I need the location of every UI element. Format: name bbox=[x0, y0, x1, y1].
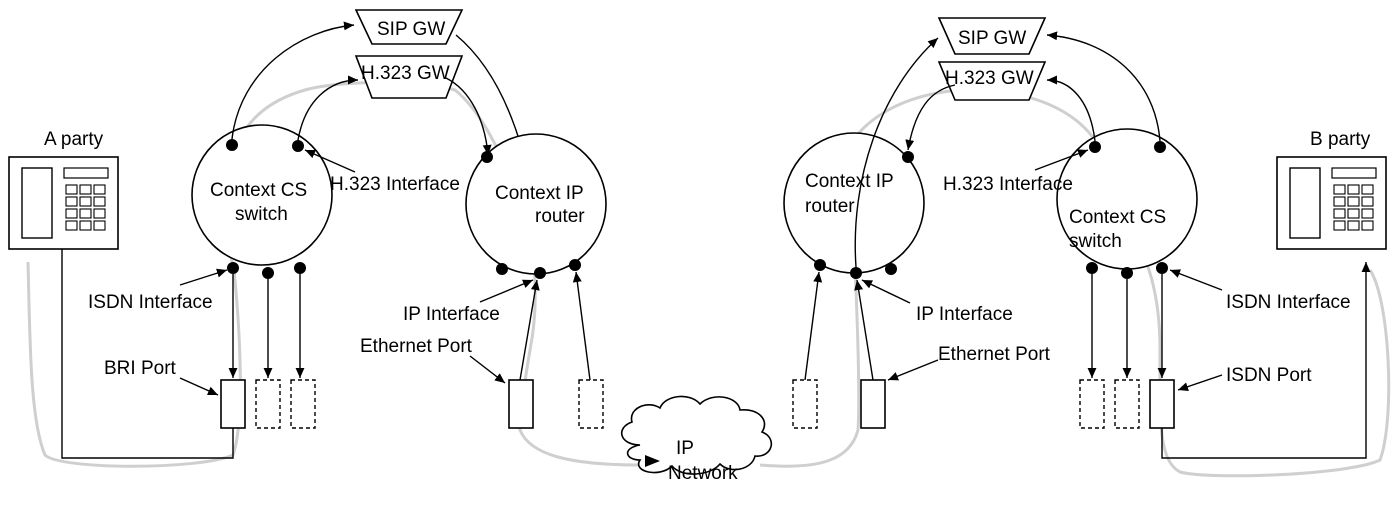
interface-dot bbox=[1086, 262, 1098, 274]
play-arrow-icon bbox=[645, 455, 660, 467]
h323-gw-left-label: H.323 GW bbox=[361, 63, 450, 84]
interface-dot bbox=[814, 259, 826, 271]
a-party-label: A party bbox=[44, 129, 104, 150]
bri-port-label: BRI Port bbox=[104, 358, 177, 379]
interface-dot bbox=[1121, 267, 1133, 279]
h323-interface-label-left: H.323 Interface bbox=[330, 174, 460, 195]
ethernet-port-right bbox=[860, 379, 886, 429]
ethernet-port-label-left: Ethernet Port bbox=[360, 336, 473, 357]
b-party-label: B party bbox=[1310, 129, 1371, 150]
network-line1: IP bbox=[676, 438, 694, 459]
interface-dot bbox=[481, 151, 493, 163]
cs-right-line2: switch bbox=[1069, 231, 1122, 252]
bri-port bbox=[220, 379, 246, 429]
ip-interface-label-left: IP Interface bbox=[403, 304, 500, 325]
b-party-wire bbox=[1161, 262, 1371, 459]
context-cs-left bbox=[191, 124, 333, 266]
isdn-interface-label-left: ISDN Interface bbox=[88, 292, 213, 313]
ip-network-cloud-icon bbox=[620, 395, 773, 475]
phone-a-icon bbox=[8, 156, 119, 250]
isdn-port bbox=[1149, 379, 1175, 429]
h323-gw-left bbox=[354, 55, 464, 99]
ip-interface-dot bbox=[534, 267, 546, 279]
interface-dot bbox=[294, 262, 306, 274]
isdn-interface-label-right: ISDN Interface bbox=[1226, 292, 1351, 313]
phone-b-icon bbox=[1276, 156, 1387, 250]
isdn-interface-dot bbox=[1156, 262, 1168, 274]
ip-right-line1: Context IP bbox=[805, 171, 894, 192]
ip-right-line2: router bbox=[805, 196, 855, 217]
interface-dot bbox=[262, 267, 274, 279]
ethernet-port-inactive bbox=[792, 379, 818, 429]
ip-left-line2: router bbox=[535, 206, 585, 227]
bri-port-inactive bbox=[290, 379, 316, 429]
isdn-port-label: ISDN Port bbox=[1226, 365, 1312, 386]
a-party-wire bbox=[61, 249, 234, 459]
cs-right-line1: Context CS bbox=[1069, 207, 1166, 228]
sip-gw-right bbox=[937, 17, 1047, 55]
ethernet-port-inactive bbox=[578, 379, 604, 429]
sip-gw-left-label: SIP GW bbox=[377, 19, 445, 40]
ip-interface-label-right: IP Interface bbox=[916, 304, 1013, 325]
isdn-interface-dot bbox=[227, 262, 239, 274]
interface-dot bbox=[226, 139, 238, 151]
h323-interface-dot bbox=[1089, 141, 1101, 153]
interface-dot bbox=[496, 263, 508, 275]
cs-left-line2: switch bbox=[235, 204, 288, 225]
isdn-port-inactive bbox=[1114, 379, 1140, 429]
bri-port-inactive bbox=[255, 379, 281, 429]
h323-interface-dot bbox=[292, 140, 304, 152]
h323-interface-label-right: H.323 Interface bbox=[943, 174, 1073, 195]
ethernet-port-left bbox=[508, 379, 534, 429]
network-line2: Network bbox=[668, 463, 738, 484]
cs-left-line1: Context CS bbox=[210, 180, 307, 201]
ip-left-line1: Context IP bbox=[495, 183, 584, 204]
ip-interface-dot bbox=[850, 267, 862, 279]
ethernet-port-label-right: Ethernet Port bbox=[938, 344, 1051, 365]
h323-gw-right bbox=[937, 61, 1047, 101]
interface-dot bbox=[885, 263, 897, 275]
sip-gw-right-label: SIP GW bbox=[958, 28, 1026, 49]
isdn-port-inactive bbox=[1079, 379, 1105, 429]
call-path-left bbox=[26, 81, 641, 468]
sip-gw-left bbox=[354, 9, 464, 45]
interface-dot bbox=[1154, 141, 1166, 153]
interface-dot bbox=[902, 151, 914, 163]
h323-gw-right-label: H.323 GW bbox=[945, 68, 1034, 89]
interface-dot bbox=[569, 259, 581, 271]
